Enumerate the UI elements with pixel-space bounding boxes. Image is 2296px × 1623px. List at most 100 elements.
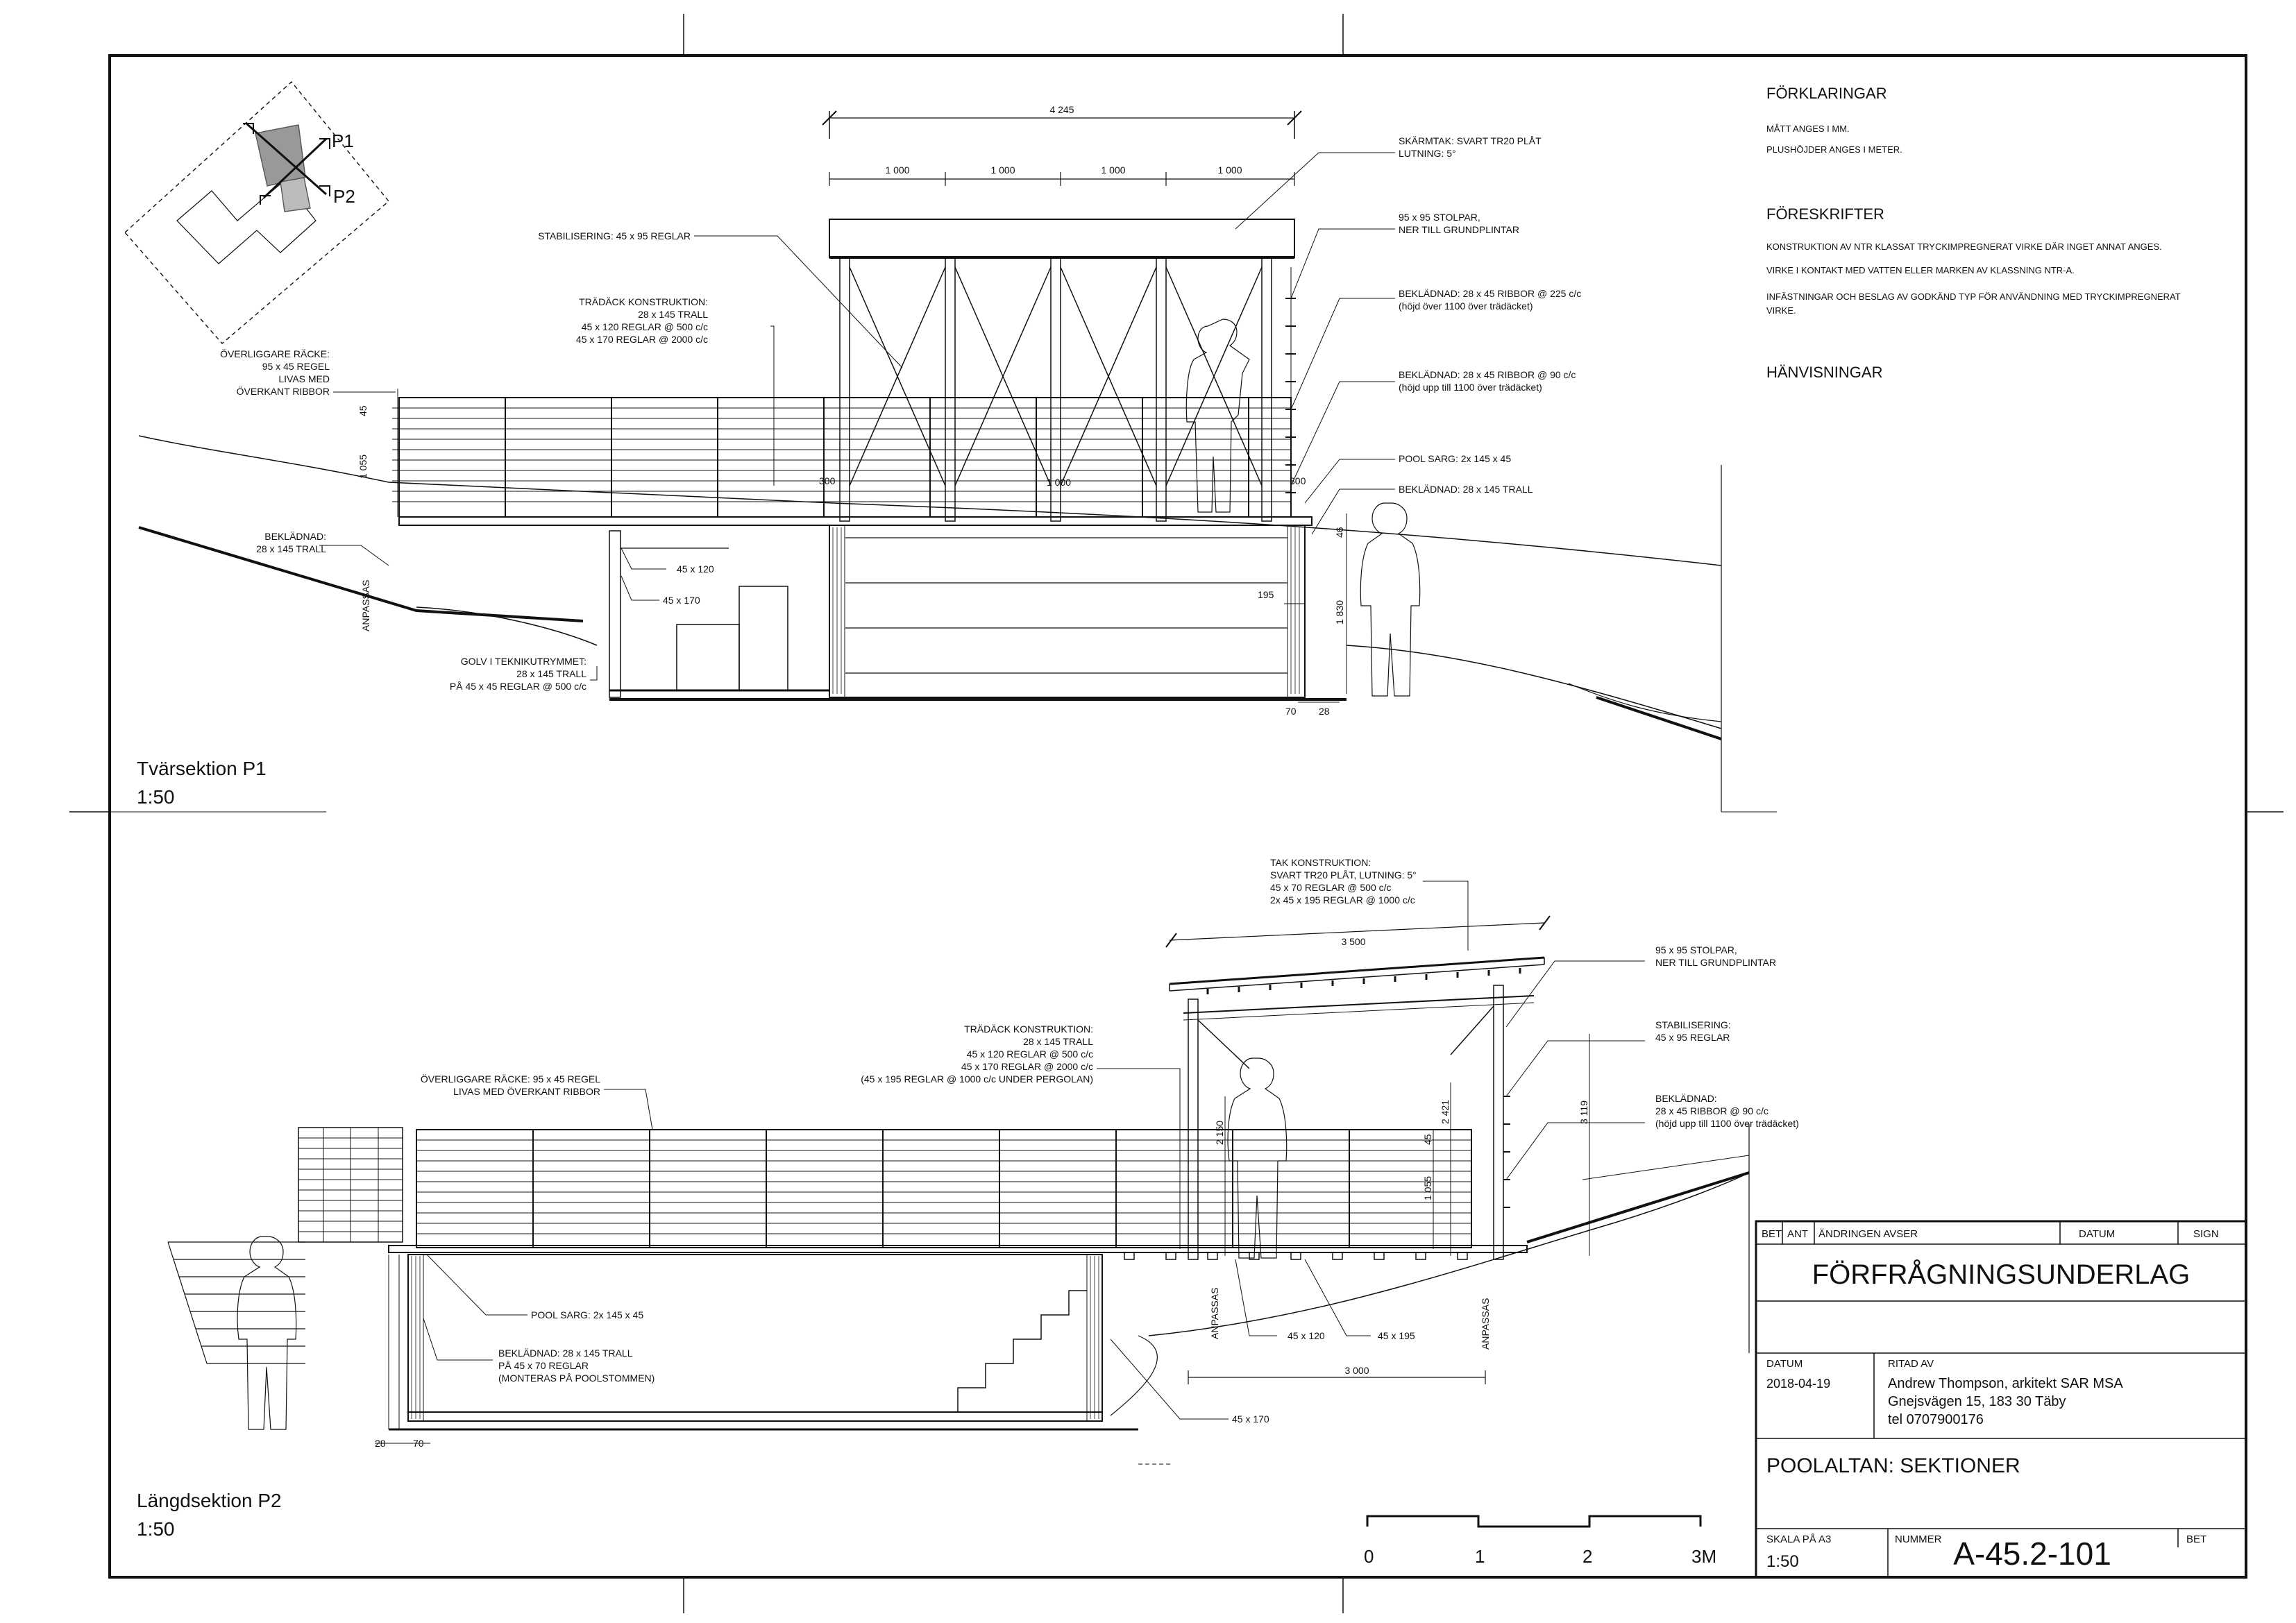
keyplan-p2: P2 bbox=[333, 186, 355, 207]
s1-member-45x170: 45 x 170 bbox=[663, 595, 700, 606]
s1-dim-300-right: 300 bbox=[1290, 475, 1306, 486]
s2-note-tak-2: SVART TR20 PLÅT, LUTNING: 5° bbox=[1270, 869, 1417, 881]
s2-note-bekltrall-3: (MONTERAS PÅ POOLSTOMMEN) bbox=[498, 1373, 655, 1384]
s2-note-stolpar-2: NER TILL GRUNDPLINTAR bbox=[1655, 957, 1776, 968]
s2-dim-anpassas-right: ANPASSAS bbox=[1480, 1298, 1491, 1350]
s1-note-bekladnad-left-1: BEKLÄDNAD: bbox=[264, 531, 326, 542]
s2-dim-70: 70 bbox=[413, 1438, 424, 1449]
s1-dim-300-left: 300 bbox=[819, 475, 836, 486]
s1-note-overliggare-3: LIVAS MED bbox=[278, 373, 330, 384]
scale-bar bbox=[1366, 1515, 1702, 1528]
s1-dim-bay-4: 1 000 bbox=[1217, 164, 1242, 176]
s1-dim-46: 46 bbox=[1334, 527, 1345, 538]
tb-header-ant: ANT bbox=[1787, 1228, 1808, 1240]
s2-note-tradack-3: 45 x 120 REGLAR @ 500 c/c bbox=[967, 1048, 1093, 1060]
tb-skala-label: SKALA PÅ A3 bbox=[1766, 1533, 1831, 1545]
section-1-scale: 1:50 bbox=[137, 786, 175, 808]
s1-dim-28: 28 bbox=[1319, 706, 1330, 717]
s1-note-stabilisering: STABILISERING: 45 x 95 REGLAR bbox=[538, 230, 691, 241]
sheet-border bbox=[69, 14, 2284, 1613]
s1-dim-bay-3: 1 000 bbox=[1101, 164, 1125, 176]
section-2-title: Längdsektion P2 bbox=[137, 1490, 282, 1511]
s1-note-overliggare-4: ÖVERKANT RIBBOR bbox=[237, 385, 330, 397]
s1-note-overliggare-1: ÖVERLIGGARE RÄCKE: bbox=[220, 348, 330, 359]
s2-member-45x120: 45 x 120 bbox=[1288, 1330, 1325, 1341]
s2-note-bekladnad-1: BEKLÄDNAD: bbox=[1655, 1093, 1717, 1104]
s2-dim-2150: 2 150 bbox=[1214, 1121, 1225, 1145]
s1-note-golv-2: 28 x 145 TRALL bbox=[516, 668, 586, 679]
s1-note-skarmtak-1: SKÄRMTAK: SVART TR20 PLÅT bbox=[1399, 135, 1542, 146]
s2-note-tradack-2: 28 x 145 TRALL bbox=[1023, 1036, 1093, 1047]
legend-foreskrifter-line-3: INFÄSTNINGAR OCH BESLAG AV GODKÄND TYP F… bbox=[1766, 291, 2181, 302]
s1-member-45x120: 45 x 120 bbox=[677, 563, 714, 575]
s1-note-bekltrall: BEKLÄDNAD: 28 x 145 TRALL bbox=[1399, 484, 1533, 495]
scalebar-label-1: 1 bbox=[1475, 1546, 1485, 1567]
s1-note-bekladnad-left-2: 28 x 145 TRALL bbox=[256, 543, 326, 554]
legend-foreskrifter-line-4: VIRKE. bbox=[1766, 305, 1796, 316]
section-2-drawing bbox=[167, 915, 1750, 1465]
legend-foreskrifter-line-2: VIRKE I KONTAKT MED VATTEN ELLER MARKEN … bbox=[1766, 265, 2075, 275]
s2-note-overliggare-2: LIVAS MED ÖVERKANT RIBBOR bbox=[453, 1085, 600, 1097]
s1-note-golv-1: GOLV I TEKNIKUTRYMMET: bbox=[461, 656, 586, 667]
scalebar-label-0: 0 bbox=[1364, 1546, 1374, 1567]
s2-dim-3000: 3 000 bbox=[1344, 1365, 1369, 1376]
s1-note-bekl225-2: (höjd över 1100 över trädäcket) bbox=[1399, 300, 1533, 312]
tb-header-bet: BET bbox=[1762, 1228, 1782, 1240]
legend: FÖRKLARINGAR MÅTT ANGES I MM. PLUSHÖJDER… bbox=[1766, 85, 2181, 381]
s2-dim-1055: 1 055 bbox=[1422, 1176, 1433, 1200]
s2-dim-45: 45 bbox=[1422, 1134, 1433, 1145]
scalebar-label-2: 2 bbox=[1582, 1546, 1592, 1567]
s2-note-bekltrall-1: BEKLÄDNAD: 28 x 145 TRALL bbox=[498, 1348, 633, 1359]
s2-note-overliggare-1: ÖVERLIGGARE RÄCKE: 95 x 45 REGEL bbox=[421, 1073, 600, 1085]
tb-nummer-value: A-45.2-101 bbox=[1953, 1536, 2111, 1572]
legend-forklaringar-line-1: MÅTT ANGES I MM. bbox=[1766, 124, 1850, 134]
tb-header-andringen: ÄNDRINGEN AVSER bbox=[1818, 1228, 1918, 1240]
tb-bet-label: BET bbox=[2186, 1533, 2206, 1545]
legend-foreskrifter-heading: FÖRESKRIFTER bbox=[1766, 205, 1884, 223]
s2-dim-28: 28 bbox=[375, 1438, 386, 1449]
s2-note-poolsarg: POOL SARG: 2x 145 x 45 bbox=[531, 1309, 643, 1320]
tb-nummer-label: NUMMER bbox=[1895, 1533, 1942, 1545]
tb-datum-value: 2018-04-19 bbox=[1766, 1377, 1830, 1391]
s1-note-bekl90-2: (höjd upp till 1100 över trädäcket) bbox=[1399, 382, 1542, 393]
s1-note-bekl90-1: BEKLÄDNAD: 28 x 45 RIBBOR @ 90 c/c bbox=[1399, 369, 1576, 380]
s1-note-poolsarg: POOL SARG: 2x 145 x 45 bbox=[1399, 453, 1511, 464]
tb-datum-label: DATUM bbox=[1766, 1358, 1803, 1370]
tb-header-datum: DATUM bbox=[2079, 1228, 2115, 1240]
s2-note-tak-1: TAK KONSTRUKTION: bbox=[1270, 857, 1371, 868]
tb-project: POOLALTAN: SEKTIONER bbox=[1766, 1454, 2020, 1477]
s2-dim-anpassas-left: ANPASSAS bbox=[1209, 1288, 1220, 1339]
s2-note-tak-3: 45 x 70 REGLAR @ 500 c/c bbox=[1270, 882, 1392, 893]
tb-ritad-line-3: tel 0707900176 bbox=[1888, 1412, 1984, 1427]
s1-note-skarmtak-2: LUTNING: 5° bbox=[1399, 148, 1456, 159]
section-1-title: Tvärsektion P1 bbox=[137, 758, 267, 779]
legend-foreskrifter-line-1: KONSTRUKTION AV NTR KLASSAT TRYCKIMPREGN… bbox=[1766, 241, 2162, 252]
s2-note-stabilisering-2: 45 x 95 REGLAR bbox=[1655, 1032, 1730, 1043]
tb-ritad-line-2: Gnejsvägen 15, 183 30 Täby bbox=[1888, 1394, 2066, 1409]
section-1-notes: STABILISERING: 45 x 95 REGLAR TRÄDÄCK KO… bbox=[220, 135, 1581, 692]
s2-note-tradack-4: 45 x 170 REGLAR @ 2000 c/c bbox=[961, 1061, 1093, 1072]
s1-note-tradack-1: TRÄDÄCK KONSTRUKTION: bbox=[579, 296, 708, 307]
tb-header-sign: SIGN bbox=[2193, 1228, 2219, 1240]
s1-dim-45: 45 bbox=[357, 405, 369, 416]
s2-note-bekladnad-2: 28 x 45 RIBBOR @ 90 c/c bbox=[1655, 1105, 1769, 1116]
section-1-drawing bbox=[138, 110, 1722, 812]
s2-note-bekltrall-2: PÅ 45 x 70 REGLAR bbox=[498, 1360, 589, 1371]
s1-dim-195: 195 bbox=[1258, 589, 1274, 600]
s2-dim-2421: 2 421 bbox=[1440, 1100, 1451, 1124]
scalebar-label-3m: 3M bbox=[1691, 1546, 1716, 1567]
s1-note-stolpar-1: 95 x 95 STOLPAR, bbox=[1399, 212, 1480, 223]
s1-note-bekl225-1: BEKLÄDNAD: 28 x 45 RIBBOR @ 225 c/c bbox=[1399, 288, 1581, 299]
section-2-scale: 1:50 bbox=[137, 1518, 175, 1540]
key-plan bbox=[124, 80, 389, 344]
s2-dim-3119: 3 119 bbox=[1578, 1101, 1589, 1124]
s1-dim-1055: 1 055 bbox=[357, 454, 369, 479]
s2-note-stabilisering-1: STABILISERING: bbox=[1655, 1019, 1731, 1030]
legend-forklaringar-heading: FÖRKLARINGAR bbox=[1766, 85, 1887, 102]
keyplan-p1: P1 bbox=[332, 130, 354, 151]
s1-dim-70: 70 bbox=[1285, 706, 1297, 717]
s2-dim-3500: 3 500 bbox=[1341, 936, 1365, 947]
s1-dim-overall: 4 245 bbox=[1049, 104, 1074, 115]
section-2-leaders bbox=[423, 881, 1645, 1420]
